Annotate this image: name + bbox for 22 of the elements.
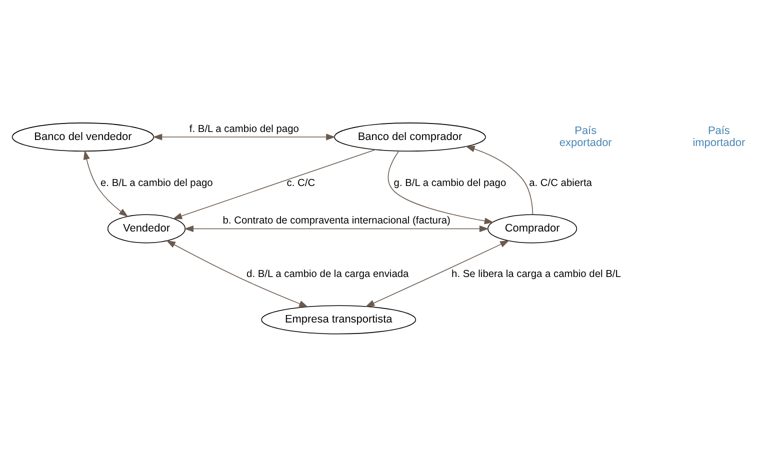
node-ellipse: Banco del vendedor: [12, 122, 154, 152]
node-ellipse: Empresa transportista: [261, 304, 416, 334]
edge-label: d. B/L a cambio de la carga enviada: [246, 268, 409, 280]
arrow: [166, 240, 308, 307]
arrow: [152, 133, 336, 140]
edge-label: c. C/C: [286, 177, 316, 188]
edge-label: g. B/L a cambio del pago: [394, 177, 506, 188]
node-ellipse: Vendedor: [107, 214, 186, 243]
arrow: [172, 148, 376, 219]
arrow: [388, 150, 494, 224]
arrow: [83, 150, 128, 216]
label: País exportador: [559, 124, 612, 148]
edge-label: h. Se libera la carga a cambio del B/L: [452, 268, 621, 280]
arrow: [365, 240, 510, 306]
edge-label: e. B/L a cambio del pago: [100, 177, 213, 188]
edge-label: f. B/L a cambio del pago: [189, 123, 299, 134]
edge-label: a. C/C abierta: [529, 177, 592, 188]
label: País importador: [692, 124, 746, 148]
node-ellipse: Comprador: [488, 214, 578, 243]
arrow: [184, 224, 489, 232]
arrow: [465, 145, 534, 214]
edge-label: b. Contrato de compraventa internacional (factura): [222, 215, 450, 226]
